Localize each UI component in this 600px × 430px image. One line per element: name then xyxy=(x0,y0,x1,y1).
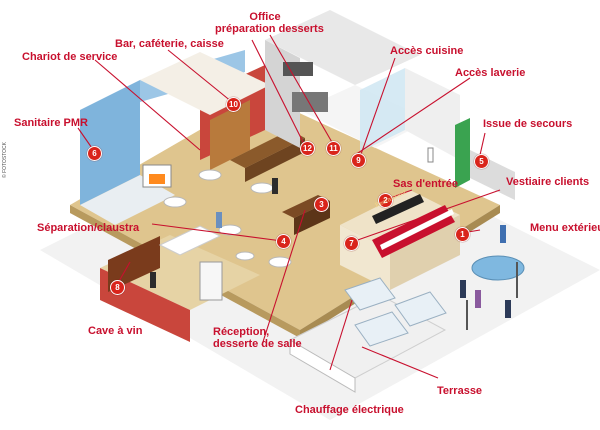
people xyxy=(150,147,511,318)
umbrella-2 xyxy=(354,311,409,347)
marker-8: 8 xyxy=(110,280,125,295)
marker-5: 5 xyxy=(474,154,489,169)
kitchen-back-wall xyxy=(265,10,420,85)
lamp-posts xyxy=(466,262,518,330)
label-reception-line1: Réception, xyxy=(213,326,270,338)
label-sanitaire: Sanitaire PMR xyxy=(14,117,88,129)
fireplace-fire xyxy=(149,174,165,184)
bar-shelf xyxy=(210,100,250,170)
sanitary-wall xyxy=(80,80,140,205)
marker-3: 3 xyxy=(314,197,329,212)
fountain xyxy=(471,255,525,281)
leader-lines xyxy=(77,34,501,379)
label-office-line2: préparation desserts xyxy=(215,23,324,35)
hood xyxy=(283,62,313,76)
label-office-line1: Office xyxy=(249,11,281,23)
label-acces-cuisine: Accès cuisine xyxy=(390,45,464,57)
photo-credit: © FOTOSTOCK xyxy=(2,141,8,178)
marker-4: 4 xyxy=(276,234,291,249)
marker-12: 12 xyxy=(300,141,315,156)
bar-counter-front xyxy=(245,138,305,182)
label-office: Office préparation desserts xyxy=(215,11,324,35)
marker-11: 11 xyxy=(326,141,341,156)
label-cave: Cave à vin xyxy=(88,325,143,337)
label-chariot: Chariot de service xyxy=(22,51,118,63)
label-bar: Bar, caféterie, caisse xyxy=(115,38,224,50)
label-reception: Réception, desserte de salle xyxy=(213,326,302,350)
glass-partition xyxy=(360,68,405,152)
laundry-wall xyxy=(405,68,460,160)
label-terrasse: Terrasse xyxy=(437,385,483,397)
green-divider xyxy=(455,118,470,188)
marker-2: 2 xyxy=(378,193,393,208)
label-sas: Sas d'entrée xyxy=(393,178,458,190)
umbrella-3 xyxy=(394,291,447,327)
storefront-side xyxy=(390,215,460,290)
stairs xyxy=(158,225,222,256)
marker-7: 7 xyxy=(344,236,359,251)
label-issue: Issue de secours xyxy=(483,118,573,130)
marker-1: 1 xyxy=(455,227,470,242)
label-separation: Séparation/claustra xyxy=(37,222,140,234)
storefront-roof xyxy=(340,190,460,250)
umbrella-1 xyxy=(344,277,396,311)
terrace-fence xyxy=(289,339,356,393)
label-chauffage: Chauffage électrique xyxy=(295,404,404,416)
marker-10: 10 xyxy=(226,97,241,112)
awning-stripe xyxy=(380,209,454,250)
label-vestiaire: Vestiaire clients xyxy=(506,176,590,188)
label-reception-line2: desserte de salle xyxy=(213,338,302,350)
marker-9: 9 xyxy=(351,153,366,168)
dining-tables xyxy=(163,169,292,268)
storefront-sign-plate xyxy=(372,194,424,224)
wine-fridge xyxy=(199,261,223,301)
marker-6: 6 xyxy=(87,146,102,161)
stove xyxy=(292,92,328,112)
label-menu: Menu extérieur xyxy=(530,222,600,234)
label-acces-laverie: Accès laverie xyxy=(455,67,526,79)
